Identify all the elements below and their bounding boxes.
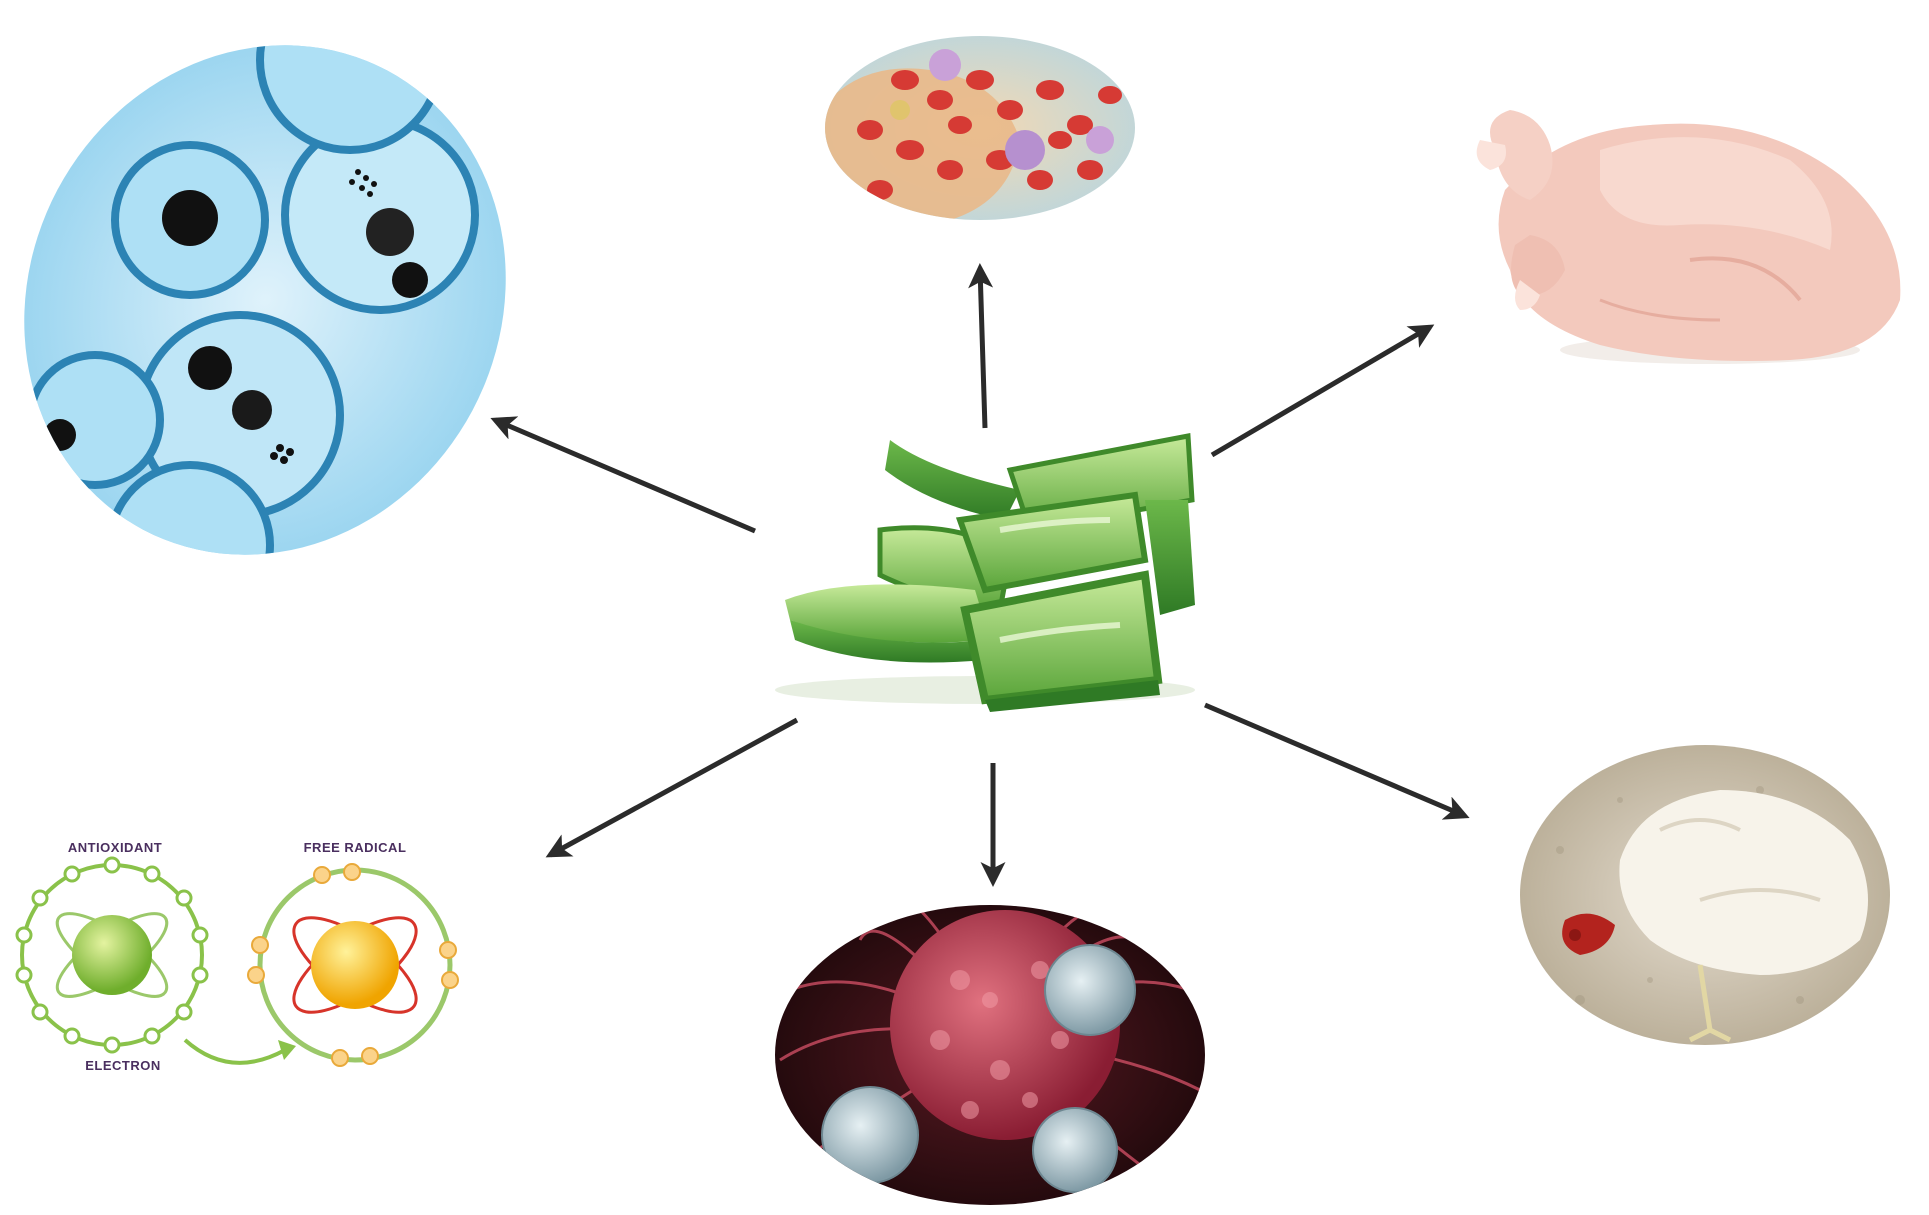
raw-chicken-icon — [1476, 110, 1901, 364]
arrow-to-coccidiosis — [1204, 702, 1470, 820]
antioxidant-free-radical-icon: ANTIOXIDANT FREE RADICAL ELECTRON — [15, 840, 459, 1073]
immune-cells-attacking-cancer-icon — [775, 905, 1205, 1205]
t-cell-icon — [821, 944, 1136, 1193]
free-radical-atom-icon — [247, 863, 459, 1067]
antioxidant-label: ANTIOXIDANT — [68, 840, 162, 855]
arrow-to-antioxidant — [545, 717, 799, 858]
arrow-to-broiler-meat — [1210, 324, 1435, 458]
electron-transfer-arrow — [183, 1038, 286, 1065]
free-radical-label: FREE RADICAL — [304, 840, 407, 855]
petri-dish-bacteria-icon — [24, 0, 506, 629]
arrows — [490, 263, 1470, 887]
aloe-vera-slices-icon — [775, 433, 1195, 712]
antioxidant-atom-icon — [15, 856, 209, 1054]
sick-chick-icon — [1520, 745, 1890, 1045]
electron-label: ELECTRON — [85, 1058, 161, 1073]
blood-cells-icon — [825, 36, 1135, 220]
arrow-to-antibacterial — [490, 416, 756, 534]
arrow-to-blood — [968, 263, 994, 429]
